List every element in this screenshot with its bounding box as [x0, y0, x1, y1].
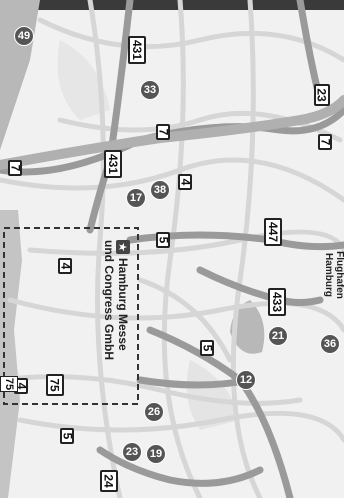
- route-badge-23-label: 23: [125, 446, 139, 458]
- route-shield-447-label: 447: [266, 221, 280, 243]
- venue-area: [3, 227, 139, 405]
- venue-marker: ★ Hamburg Messe und Congress GmbH: [90, 240, 130, 400]
- route-badge-49-label: 49: [17, 30, 31, 42]
- route-shield-5-mid-label: 5: [200, 344, 214, 352]
- route-shield-75: 75: [46, 374, 64, 396]
- route-badge-12: 12: [236, 370, 256, 390]
- route-badge-33: 33: [140, 80, 160, 100]
- route-shield-433: 433: [268, 288, 286, 316]
- edge-route-75-label: 75: [3, 377, 16, 391]
- route-shield-4-top-label: 4: [178, 178, 192, 186]
- route-badge-23: 23: [122, 442, 142, 462]
- edge-route-75: 75: [0, 376, 19, 392]
- star-icon: ★: [116, 240, 130, 254]
- route-shield-4-top: 4: [178, 174, 192, 190]
- route-badge-19: 19: [146, 444, 166, 464]
- route-badge-21: 21: [268, 326, 288, 346]
- route-shield-5-bottom-label: 5: [60, 432, 74, 440]
- route-shield-431: 431: [128, 36, 146, 64]
- route-badge-38-label: 38: [153, 184, 167, 196]
- top-bar: [0, 0, 344, 10]
- venue-label-line1: Hamburg Messe: [116, 258, 130, 351]
- route-badge-38: 38: [150, 180, 170, 200]
- route-badge-26: 26: [144, 402, 164, 422]
- river-elbe: [0, 0, 40, 150]
- venue-label-line2: und Congress GmbH: [102, 240, 116, 361]
- route-badge-36-label: 36: [323, 338, 337, 350]
- route-badge-26-label: 26: [147, 406, 161, 418]
- route-shield-75-label: 75: [47, 378, 62, 392]
- route-shield-5-bottom: 5: [60, 428, 74, 444]
- route-shield-7-center: 7: [156, 124, 170, 140]
- route-badge-49: 49: [14, 26, 34, 46]
- route-shield-433-label: 433: [270, 291, 284, 313]
- route-shield-23: 23: [314, 84, 330, 106]
- road-433: [196, 266, 324, 306]
- route-shield-447: 447: [264, 218, 282, 246]
- route-shield-7-center-label: 7: [156, 128, 170, 136]
- route-shield-7-right: 7: [318, 134, 332, 150]
- route-badge-17-label: 17: [129, 192, 143, 204]
- route-shield-5-mid: 5: [200, 340, 214, 356]
- route-shield-23-label: 23: [315, 88, 330, 102]
- route-shield-5-top: 5: [156, 232, 170, 248]
- alster-lake: [230, 300, 265, 354]
- route-shield-7-left-label: 7: [8, 164, 22, 172]
- route-shield-431-lower: 431: [104, 150, 122, 178]
- route-shield-24: 24: [100, 470, 118, 492]
- river-elbe-lower: [0, 210, 22, 498]
- route-shield-7-right-label: 7: [318, 138, 332, 146]
- route-shield-7-left: 7: [8, 160, 22, 176]
- route-shield-431-label: 431: [130, 39, 144, 61]
- road-a7-main: [0, 95, 344, 170]
- route-badge-17: 17: [126, 188, 146, 208]
- route-shield-5-top-label: 5: [156, 236, 170, 244]
- route-badge-21-label: 21: [271, 330, 285, 342]
- park-area-2: [57, 40, 110, 120]
- route-shield-24-label: 24: [101, 474, 116, 488]
- route-shield-431-lower-label: 431: [106, 153, 120, 175]
- airport-label-line2: Hamburg: [323, 253, 334, 297]
- route-badge-36: 36: [320, 334, 340, 354]
- route-badge-33-label: 33: [143, 84, 157, 96]
- route-shield-4-venue-label: 4: [58, 262, 72, 270]
- route-badge-12-label: 12: [239, 374, 253, 386]
- route-badge-19-label: 19: [149, 448, 163, 460]
- park-area: [186, 360, 240, 430]
- airport-label: Flughafen Hamburg: [319, 245, 344, 305]
- airport-label-line1: Flughafen: [334, 251, 344, 299]
- route-shield-4-venue: 4: [58, 258, 72, 274]
- road-24: [96, 446, 264, 487]
